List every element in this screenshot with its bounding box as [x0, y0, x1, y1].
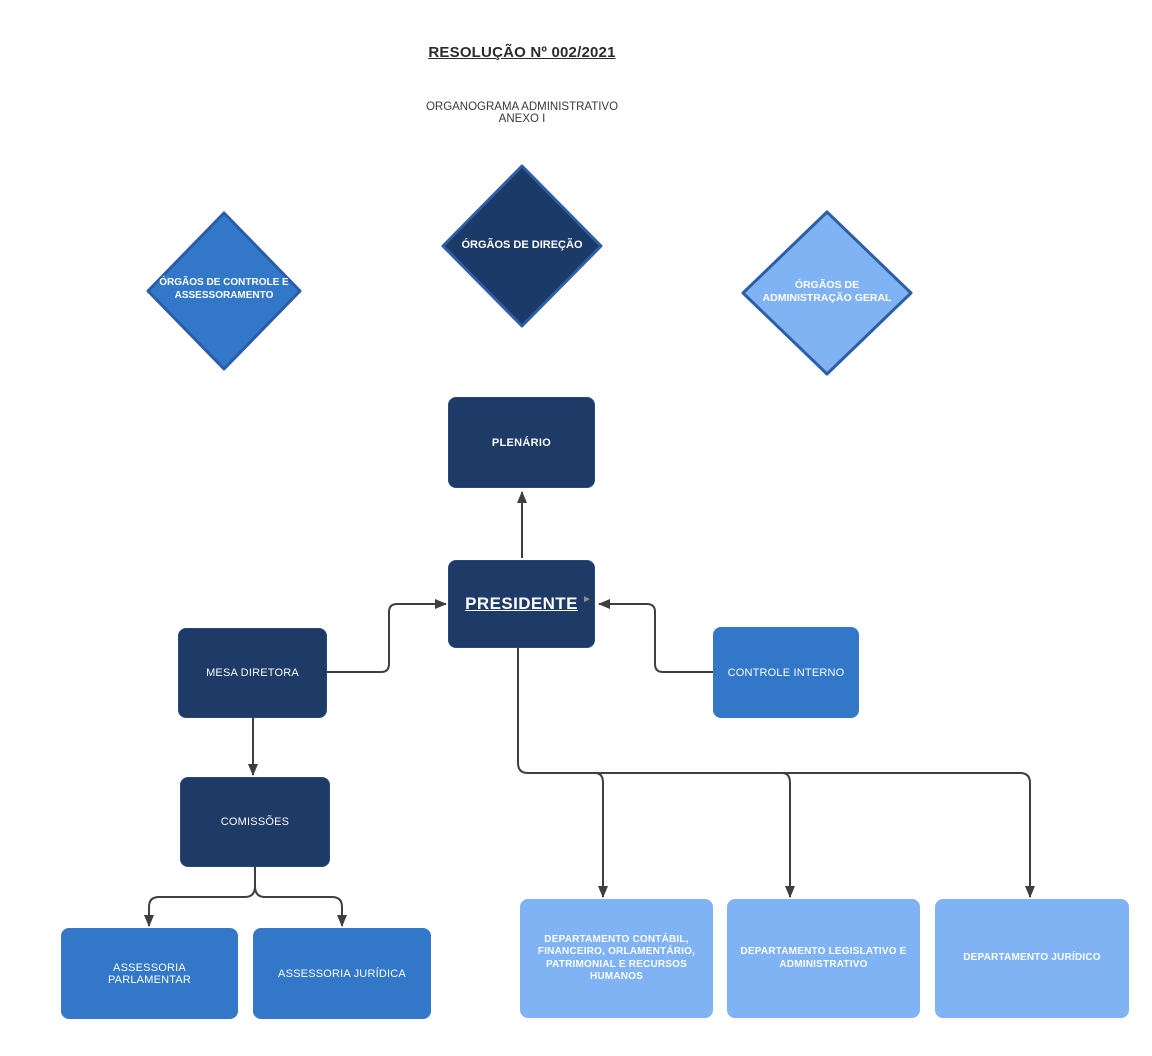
diamond-orgaos-administracao-label: ÓRGÃOS DE ADMINISTRAÇÃO GERAL — [762, 279, 892, 305]
node-departamento-contabil-label: DEPARTAMENTO CONTÁBIL, FINANCEIRO, ORLAM… — [537, 933, 696, 983]
node-plenario[interactable]: PLENÁRIO — [448, 397, 595, 488]
subtitle-line-1: ORGANOGRAMA ADMINISTRATIVO — [425, 101, 619, 113]
node-assessoria-juridica[interactable]: ASSESSORIA JURÍDICA — [253, 928, 431, 1019]
edge-comissoes-juridica — [254, 885, 347, 927]
edge-presidente-dept-contabil — [594, 772, 608, 898]
edge-comissoes-parlamentar — [144, 885, 256, 927]
node-departamento-legislativo[interactable]: DEPARTAMENTO LEGISLATIVO E ADMINISTRATIV… — [727, 899, 920, 1018]
node-assessoria-juridica-label: ASSESSORIA JURÍDICA — [278, 967, 406, 980]
node-presidente[interactable]: PRESIDENTE — [448, 560, 595, 648]
node-plenario-label: PLENÁRIO — [491, 436, 552, 449]
node-assessoria-parlamentar-label: ASSESSORIA PARLAMENTAR — [107, 961, 192, 986]
node-controle-interno[interactable]: CONTROLE INTERNO — [713, 627, 859, 718]
node-departamento-juridico-label: DEPARTAMENTO JURÍDICO — [963, 952, 1101, 964]
node-mesa-diretora-label: MESA DIRETORA — [206, 667, 299, 679]
diamond-orgaos-direcao-label: ÓRGÃOS DE DIREÇÃO — [461, 239, 583, 251]
diamond-orgaos-controle-label: ÓRGÃOS DE CONTROLE E ASSESSORAMENTO — [159, 277, 289, 301]
edge-presidente-dept-juridico — [517, 648, 1035, 898]
node-departamento-juridico[interactable]: DEPARTAMENTO JURÍDICO — [935, 899, 1129, 1018]
diamond-orgaos-controle-shape[interactable] — [146, 211, 302, 371]
page-subtitle: ORGANOGRAMA ADMINISTRATIVO ANEXO I — [426, 101, 618, 125]
page-title: RESOLUÇÃO Nº 002/2021 — [428, 44, 616, 61]
node-comissoes[interactable]: COMISSÕES — [180, 777, 330, 867]
node-comissoes-label: COMISSÕES — [220, 816, 290, 828]
diamond-orgaos-administracao-shape[interactable] — [741, 210, 913, 376]
node-controle-interno-label: CONTROLE INTERNO — [727, 666, 845, 679]
node-mesa-diretora[interactable]: MESA DIRETORA — [178, 628, 327, 718]
node-departamento-legislativo-label: DEPARTAMENTO LEGISLATIVO E ADMINISTRATIV… — [740, 946, 907, 970]
node-departamento-contabil[interactable]: DEPARTAMENTO CONTÁBIL, FINANCEIRO, ORLAM… — [520, 899, 713, 1018]
cursor-artifact-icon: ► — [582, 594, 592, 605]
edge-controle-presidente — [598, 599, 713, 673]
diamond-orgaos-direcao-shape[interactable] — [441, 164, 603, 328]
edge-mesa-presidente — [327, 599, 447, 673]
node-presidente-label: PRESIDENTE — [465, 594, 578, 613]
subtitle-line-2: ANEXO I — [498, 113, 546, 126]
node-assessoria-parlamentar[interactable]: ASSESSORIA PARLAMENTAR — [61, 928, 238, 1019]
edge-presidente-dept-legislativo — [781, 772, 795, 898]
